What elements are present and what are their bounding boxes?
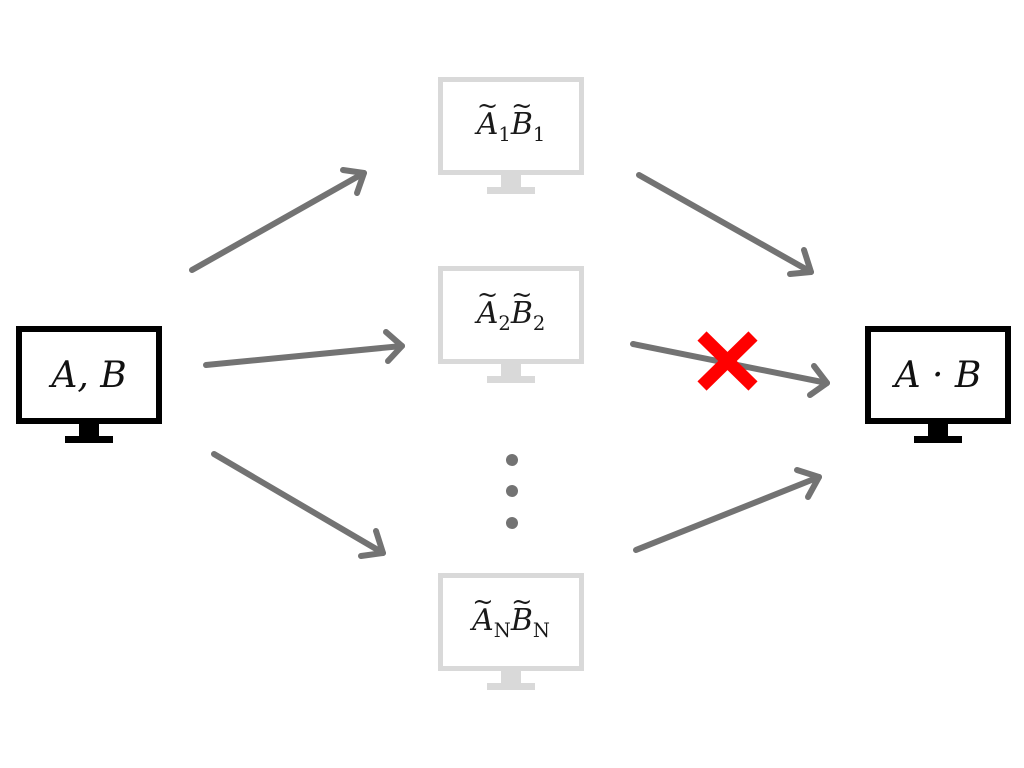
arrow-worker-n-to-result bbox=[633, 467, 822, 553]
monitor-icon-base bbox=[487, 376, 535, 383]
monitor-icon-stand bbox=[501, 175, 521, 187]
x-mark-icon bbox=[697, 331, 758, 391]
result-label: A · B bbox=[894, 354, 982, 396]
arrow-source-to-worker-n bbox=[211, 451, 386, 559]
worker-monitor-screen: A1B1 bbox=[438, 77, 584, 175]
monitor-icon-base bbox=[914, 436, 962, 443]
monitor-icon-base bbox=[65, 436, 113, 443]
arrow-worker-1-to-result bbox=[636, 172, 814, 277]
arrow-source-to-worker-2 bbox=[203, 329, 405, 368]
worker-label: ANBN bbox=[472, 587, 550, 642]
source-monitor-screen: A, B bbox=[16, 326, 162, 424]
monitor-icon-base bbox=[487, 187, 535, 194]
monitor-icon-stand bbox=[501, 364, 521, 376]
monitor-icon-base bbox=[487, 683, 535, 690]
worker-label: A1B1 bbox=[477, 91, 546, 146]
monitor-icon-stand bbox=[79, 424, 99, 436]
worker-monitor-screen: ANBN bbox=[438, 573, 584, 671]
result-monitor-screen: A · B bbox=[865, 326, 1011, 424]
monitor-icon-stand bbox=[501, 671, 521, 683]
worker-monitor-screen: A2B2 bbox=[438, 266, 584, 364]
ellipsis-dots bbox=[506, 454, 518, 529]
worker-label: A2B2 bbox=[477, 280, 546, 335]
monitor-icon-stand bbox=[928, 424, 948, 436]
source-label: A, B bbox=[51, 354, 127, 396]
arrow-source-to-worker-1 bbox=[189, 167, 367, 273]
